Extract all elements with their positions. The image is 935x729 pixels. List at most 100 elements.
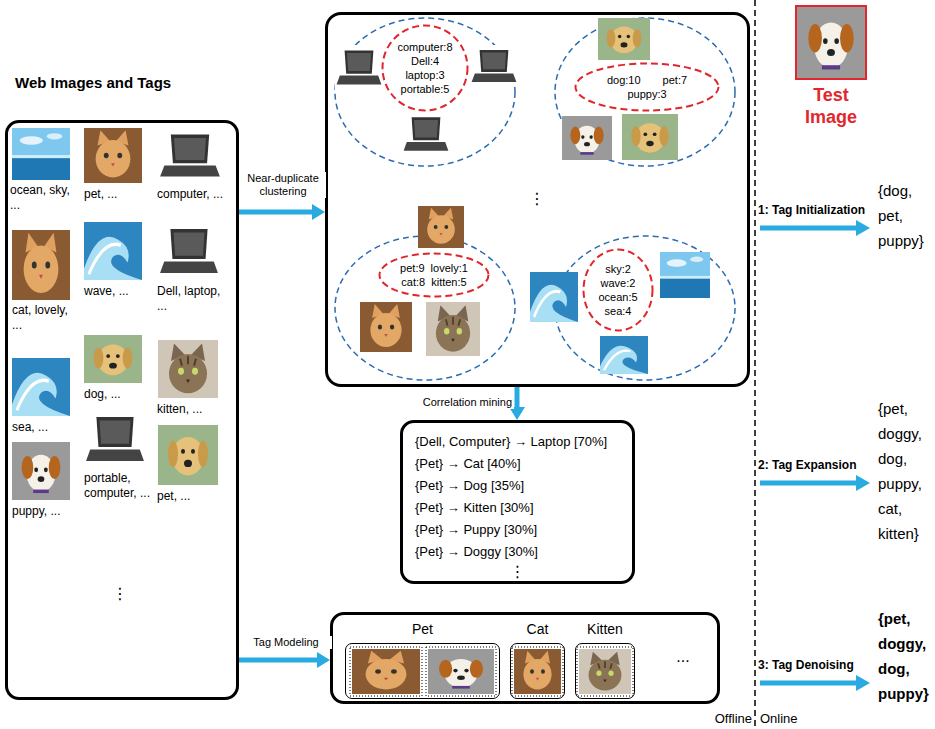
tag-model-group: Cat <box>510 643 565 699</box>
step-arrows <box>760 220 870 691</box>
wave-image <box>600 336 648 374</box>
process-arrow <box>239 652 330 668</box>
association-rule: {Pet} → Cat [40%] <box>415 453 620 475</box>
image-tags: sea, ... <box>12 420 78 435</box>
offline-online-divider <box>754 0 756 729</box>
text-row: laptop:3 <box>405 68 444 82</box>
dog-image <box>598 18 650 60</box>
laptop-image <box>84 410 146 468</box>
tag-count: Dell:4 <box>411 54 439 68</box>
web-image-panel: Web Images and Tagsocean, sky, ...pet, .… <box>5 120 239 700</box>
tag-name: Pet <box>345 621 500 638</box>
tag-count: ocean:5 <box>598 290 637 304</box>
arrow-head <box>312 204 325 220</box>
ellipse-outline <box>383 26 468 111</box>
tag-count-ellipse: pet:9lovely:1cat:8kitten:5 <box>378 252 490 298</box>
tag-name: Kitten <box>570 621 640 638</box>
cluster-box: computer:8Dell:4laptop:3portable:5 dog:10… <box>325 12 750 387</box>
tag-set: {pet, doggy, dog, puppy} <box>878 606 932 706</box>
arrow-shaft <box>239 658 318 663</box>
text-row: pet:9lovely:1 <box>400 261 468 275</box>
tag-model-box: PetCatKitten... <box>330 612 720 704</box>
image-tags: computer, ... <box>157 187 233 202</box>
puppy-image <box>428 649 494 694</box>
association-rule: {Pet} → Doggy [30%] <box>415 541 620 563</box>
tag-name: Cat <box>505 621 570 638</box>
ellipsis: ... <box>668 648 698 666</box>
tag-model-group: Pet <box>345 643 500 699</box>
laptop-image <box>470 45 518 87</box>
text-row: puppy:3 <box>627 87 666 101</box>
wave-image <box>12 358 70 416</box>
ellipsis: ⋮ <box>527 190 547 208</box>
cluster-circle <box>555 236 735 380</box>
image-tags: puppy, ... <box>12 504 78 519</box>
step-arrow <box>760 481 857 486</box>
dotted-frame <box>512 647 563 696</box>
text-rows: computer:8Dell:4laptop:3portable:5 <box>381 24 469 112</box>
arrow-shaft <box>239 210 313 215</box>
text-row: computer:8 <box>397 40 452 54</box>
step-label: 3: Tag Denoising <box>758 658 854 673</box>
image-tags: pet, ... <box>157 489 233 504</box>
text-row: sky:2 <box>605 262 631 276</box>
tag-count-ellipse: dog:10 pet:7puppy:3 <box>574 62 720 112</box>
ellipse-outline <box>584 250 653 331</box>
image-tags: pet, ... <box>84 187 152 202</box>
cluster-images <box>335 18 710 374</box>
kitten-image <box>426 302 480 356</box>
text-row: sea:4 <box>605 304 632 318</box>
step-arrow <box>760 681 857 686</box>
tag-count: cat:8 <box>401 275 425 289</box>
arrow-head <box>856 675 870 691</box>
image-tags: cat, lovely, ... <box>12 303 74 333</box>
tag-count: dog:10 <box>607 73 641 87</box>
image-tags: kitten, ... <box>157 402 233 417</box>
tag-count: sea:4 <box>605 304 632 318</box>
tag-count-ellipse: sky:2wave:2ocean:5sea:4 <box>582 248 654 332</box>
association-rule: {Dell, Computer} → Laptop [70%] <box>415 431 620 453</box>
edge-label: Correlation mining <box>392 396 514 409</box>
cat-image <box>418 206 464 248</box>
tag-count: pet:7 <box>663 73 687 87</box>
wave-image <box>84 222 142 280</box>
ellipse-outline <box>381 24 469 112</box>
image-tags: portable, computer, ... <box>84 471 154 501</box>
ellipse-outline <box>380 254 489 297</box>
dog-image <box>158 425 218 485</box>
tag-set: {dog, pet, puppy} <box>878 178 932 253</box>
ocean-image <box>660 252 710 298</box>
process-arrow <box>239 204 325 220</box>
phase-label: Offline <box>700 711 752 727</box>
tag-model-group: Kitten <box>575 643 635 699</box>
tag-count: portable:5 <box>401 82 450 96</box>
image-tags: Web Images and Tags <box>15 74 235 92</box>
cat-image <box>12 230 70 300</box>
tag-count: pet:9 <box>400 261 424 275</box>
text-row: ocean:5 <box>598 290 637 304</box>
text-row: portable:5 <box>401 82 450 96</box>
step-arrow <box>760 226 857 231</box>
tag-count: laptop:3 <box>405 68 444 82</box>
test-image-picture <box>797 7 865 78</box>
ellipse-outline <box>378 252 490 298</box>
test-image-caption: Test Image <box>785 84 877 128</box>
phase-label: Online <box>760 711 798 727</box>
tag-model-images <box>350 647 633 696</box>
association-rule: {Pet} → Puppy [30%] <box>415 519 620 541</box>
cat-image <box>352 649 420 694</box>
text-rows: dog:10 pet:7puppy:3 <box>574 62 720 112</box>
image-tags: dog, ... <box>84 387 152 402</box>
step-label: 2: Tag Expansion <box>758 458 856 473</box>
ellipse-outline <box>582 248 654 332</box>
tag-count: computer:8 <box>397 40 452 54</box>
tag-count-ellipse: computer:8Dell:4laptop:3portable:5 <box>381 24 469 112</box>
laptop-image <box>158 128 222 183</box>
dog-image <box>622 114 678 160</box>
cluster-circle <box>335 18 515 166</box>
cat-image <box>84 128 142 183</box>
arrow-shaft <box>515 387 520 408</box>
